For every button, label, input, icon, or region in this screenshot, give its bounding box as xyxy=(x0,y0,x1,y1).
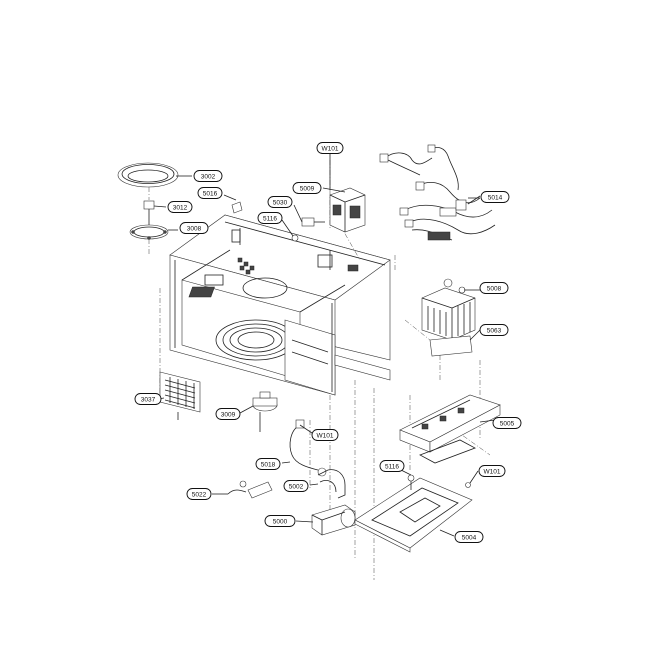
callout-label: 5030 xyxy=(273,199,288,206)
callout-label: 3008 xyxy=(187,225,202,232)
callout-badge xyxy=(255,458,281,470)
callout-badge xyxy=(454,531,484,543)
callout-5005-13: 5005 xyxy=(492,417,522,429)
clip-5016 xyxy=(231,201,243,214)
callout-badge xyxy=(193,170,223,182)
callout-5016-1: 5016 xyxy=(197,187,223,199)
callout-label: 5014 xyxy=(488,194,503,201)
callout-3002-0: 3002 xyxy=(193,170,223,182)
callout-badge xyxy=(167,201,193,213)
callout-label: 5000 xyxy=(273,518,288,525)
callout-badge xyxy=(292,182,322,194)
callout-badge xyxy=(492,417,522,429)
callout-label: 3009 xyxy=(221,411,236,418)
callout-w101-17: W101 xyxy=(478,465,506,477)
oven-cavity xyxy=(169,214,391,396)
callout-label: 3037 xyxy=(141,396,156,403)
callout-label: 5022 xyxy=(192,491,207,498)
callout-label: 5016 xyxy=(203,190,218,197)
callout-label: W101 xyxy=(317,432,334,439)
callout-badge xyxy=(283,480,309,492)
door-switch-wire xyxy=(289,419,327,477)
callout-label: 5005 xyxy=(500,420,515,427)
callout-badge xyxy=(478,465,506,477)
turntable-tray xyxy=(117,162,179,188)
callout-5014-8: 5014 xyxy=(480,191,510,203)
callout-badge xyxy=(186,488,212,500)
screw-top xyxy=(291,234,299,242)
callout-label: 5116 xyxy=(385,463,399,470)
leader-lines xyxy=(153,154,496,537)
callout-5002-19: 5002 xyxy=(283,480,309,492)
callout-label: 5009 xyxy=(300,185,315,192)
callout-label: 3002 xyxy=(201,173,216,180)
callout-label: 5008 xyxy=(487,285,502,292)
callout-label: 5002 xyxy=(289,483,304,490)
thermostat xyxy=(301,217,325,227)
top-vent xyxy=(237,257,255,275)
callout-badge xyxy=(264,515,296,527)
mounting-plate xyxy=(429,335,473,357)
grease-filter xyxy=(159,371,201,420)
callout-badge xyxy=(215,408,241,420)
callout-badge xyxy=(379,460,405,472)
callout-label: W101 xyxy=(322,145,339,152)
callout-badge xyxy=(479,324,509,336)
callout-3012-2: 3012 xyxy=(167,201,193,213)
base-duct xyxy=(399,394,501,464)
callout-5004-21: 5004 xyxy=(454,531,484,543)
callout-label: W101 xyxy=(484,468,501,475)
magnetron xyxy=(329,160,366,233)
callout-badge xyxy=(316,142,344,154)
door-switch xyxy=(227,480,273,499)
callout-5116-16: 5116 xyxy=(379,460,405,472)
wire-harness xyxy=(379,144,496,241)
callout-badge xyxy=(197,187,223,199)
callout-3037-11: 3037 xyxy=(134,393,162,405)
callout-label: 5018 xyxy=(261,461,276,468)
callout-5022-18: 5022 xyxy=(186,488,212,500)
bracket xyxy=(317,469,346,499)
callout-badge xyxy=(480,191,510,203)
callout-w101-4: W101 xyxy=(316,142,344,154)
callout-5116-7: 5116 xyxy=(257,212,283,224)
callout-badge xyxy=(479,282,509,294)
callout-badge xyxy=(179,222,209,234)
part-callouts: 3002501630123008W10150095030511650145008… xyxy=(134,142,522,543)
roller-ring xyxy=(129,224,169,240)
callout-5063-10: 5063 xyxy=(479,324,509,336)
callout-5008-9: 5008 xyxy=(479,282,509,294)
callout-w101-14: W101 xyxy=(311,429,339,441)
callout-5018-15: 5018 xyxy=(255,458,281,470)
callout-3008-3: 3008 xyxy=(179,222,209,234)
transformer xyxy=(421,278,476,341)
callout-badge xyxy=(311,429,339,441)
callout-5000-20: 5000 xyxy=(264,515,296,527)
callout-badge xyxy=(257,212,283,224)
callout-3009-12: 3009 xyxy=(215,408,241,420)
callout-label: 5004 xyxy=(462,534,477,541)
capacitor xyxy=(311,504,356,536)
callout-5030-6: 5030 xyxy=(267,196,293,208)
callout-badge xyxy=(134,393,162,405)
callout-badge xyxy=(267,196,293,208)
callout-5009-5: 5009 xyxy=(292,182,322,194)
callout-label: 3012 xyxy=(173,204,188,211)
callout-label: 5063 xyxy=(487,327,502,334)
roller-hub xyxy=(143,200,155,225)
turntable-motor xyxy=(252,391,278,432)
callout-label: 5116 xyxy=(263,215,277,222)
bottom-plate xyxy=(354,477,473,553)
